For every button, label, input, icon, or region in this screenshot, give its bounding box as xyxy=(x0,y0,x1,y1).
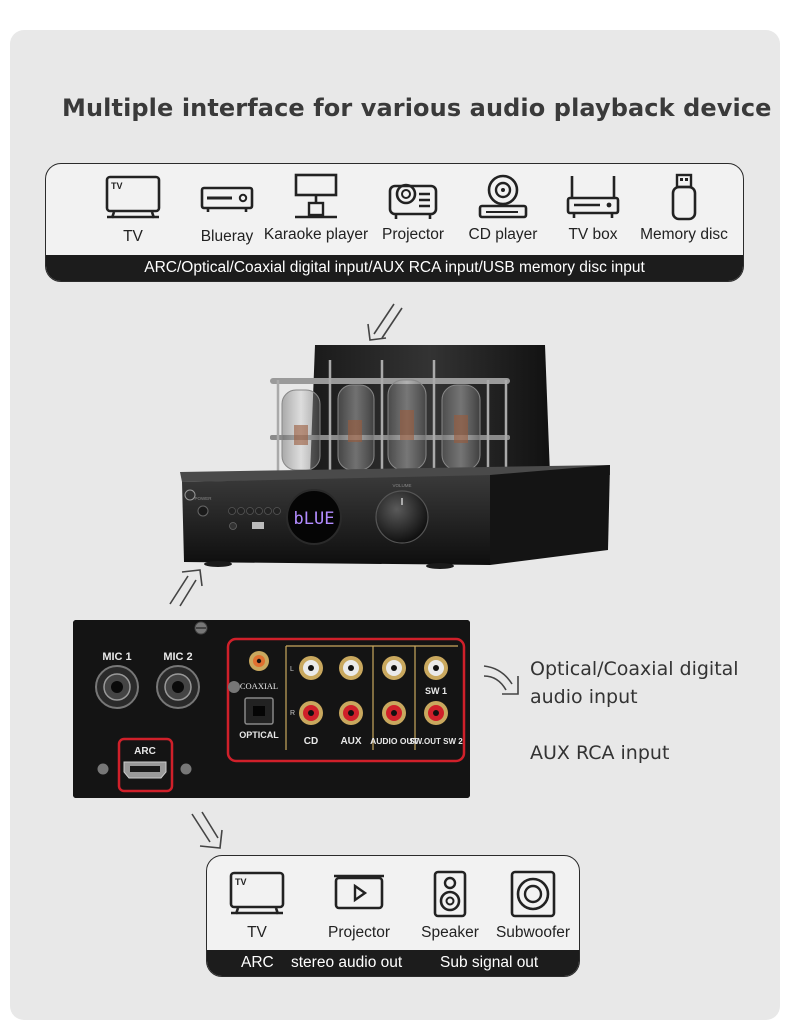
device-label: Projector xyxy=(381,226,445,243)
device-projector: Projector xyxy=(374,172,452,244)
device-karaoke-player: Karaoke player xyxy=(260,172,372,244)
bluray-player-icon xyxy=(200,186,254,212)
aux-input-annotation: AUX RCA input xyxy=(530,742,670,764)
cd-player-icon xyxy=(478,174,528,219)
amp-display-text: bLUE xyxy=(294,509,335,529)
left-channel-label: L xyxy=(290,666,294,673)
device-label: Subwoofer xyxy=(495,924,571,941)
device-label: Speaker xyxy=(421,924,479,941)
device-tv-box: TV box xyxy=(560,172,626,244)
output-speaker: Speaker xyxy=(415,870,485,942)
usb-drive-icon xyxy=(671,173,697,221)
device-label: TV xyxy=(123,228,143,245)
projector-screen-icon xyxy=(334,874,384,910)
up-right-arrow-icon xyxy=(169,569,203,607)
output-devices-panel: TV TV Projector Speaker Subwoofer xyxy=(206,855,580,977)
down-right-arrow-icon xyxy=(191,811,223,849)
karaoke-player-icon xyxy=(294,173,338,219)
sw-out-label: SW.OUT SW 2 xyxy=(409,737,463,746)
device-label: Memory disc xyxy=(640,226,728,243)
cd-label: CD xyxy=(304,736,318,747)
device-label: Blueray xyxy=(200,228,254,245)
arc-highlight xyxy=(117,737,174,793)
subwoofer-icon xyxy=(510,870,556,918)
output-projector: Projector xyxy=(320,870,398,942)
sub-output-text: Sub signal out xyxy=(440,954,539,971)
page-title: Multiple interface for various audio pla… xyxy=(62,94,772,122)
device-label: Projector xyxy=(327,924,391,941)
svg-text:TV: TV xyxy=(235,877,247,887)
amp-power-label: POWER xyxy=(194,496,212,501)
output-strip: ARC stereo audio out Sub signal out xyxy=(207,950,579,976)
mic2-jack xyxy=(156,665,200,709)
tv-icon: TV xyxy=(105,175,161,219)
arc-output-text: ARC xyxy=(241,954,274,971)
stereo-output-text: stereo audio out xyxy=(291,954,403,971)
projector-icon xyxy=(388,183,438,219)
input-devices-panel: TV TV Blueray Karaoke player xyxy=(45,163,744,282)
vacuum-tubes xyxy=(281,379,481,471)
device-cd-player: CD player xyxy=(464,172,542,244)
rear-panel-image: MIC 1 MIC 2 ARC COAXIAL OPTICAL L R xyxy=(73,620,470,798)
sw1-label: SW 1 xyxy=(425,686,447,696)
down-left-arrow-icon xyxy=(367,303,403,341)
device-label: CD player xyxy=(468,226,538,243)
input-strip-text: ARC/Optical/Coaxial digital input/AUX RC… xyxy=(144,259,645,276)
device-blueray: Blueray xyxy=(198,174,256,246)
right-arrow-icon xyxy=(483,665,519,695)
speaker-icon xyxy=(433,870,467,918)
right-channel-label: R xyxy=(290,710,295,717)
tv-icon: TV xyxy=(229,871,285,915)
device-tv: TV TV xyxy=(103,174,163,246)
mic1-jack xyxy=(95,665,139,709)
device-label: Karaoke player xyxy=(263,226,369,243)
mic2-label: MIC 2 xyxy=(163,651,192,663)
tube-amplifier-image: bLUE VOLUME POWER xyxy=(180,345,610,569)
amp-volume-label: VOLUME xyxy=(392,483,411,488)
output-subwoofer: Subwoofer xyxy=(491,870,575,942)
arc-label: ARC xyxy=(134,746,156,757)
input-strip: ARC/Optical/Coaxial digital input/AUX RC… xyxy=(46,255,743,281)
coaxial-label: COAXIAL xyxy=(240,681,278,691)
mic1-label: MIC 1 xyxy=(102,651,131,663)
device-label: TV xyxy=(247,924,267,941)
tv-box-icon xyxy=(566,176,620,218)
audio-out-label: AUDIO OUT xyxy=(370,736,419,746)
svg-text:TV: TV xyxy=(111,181,123,191)
aux-label: AUX xyxy=(340,736,361,747)
device-memory-disc: Memory disc xyxy=(634,172,734,244)
output-tv: TV TV xyxy=(227,870,287,942)
rca-jacks-white xyxy=(299,656,448,680)
digital-input-highlight xyxy=(226,637,466,763)
device-label: TV box xyxy=(568,226,618,243)
rca-jacks-red xyxy=(299,701,448,725)
optical-label: OPTICAL xyxy=(239,730,279,740)
digital-input-annotation: Optical/Coaxial digital audio input xyxy=(530,658,739,708)
